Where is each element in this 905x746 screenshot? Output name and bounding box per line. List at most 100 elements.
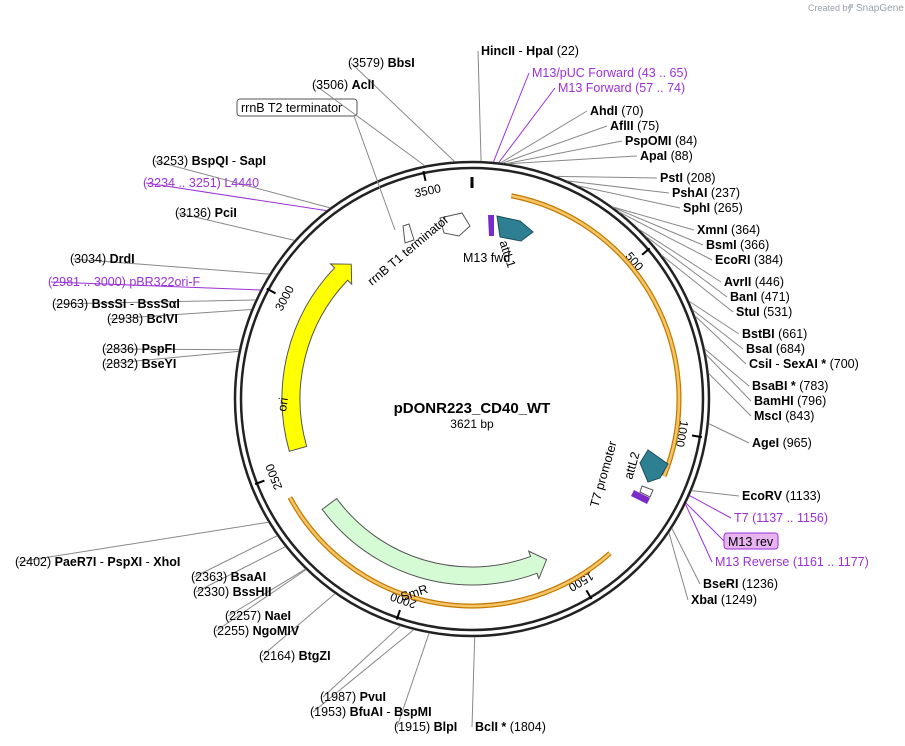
smr-feature-arrow[interactable] <box>321 497 548 586</box>
enzyme-site-label[interactable]: AhdI (70) <box>590 104 643 118</box>
site-leader <box>612 206 704 246</box>
enzyme-site-label[interactable]: BstBI (661) <box>742 327 807 341</box>
enzyme-site-label[interactable]: (3579) BbsI <box>348 56 415 70</box>
enzyme-site-label[interactable]: XmnI (364) <box>697 223 760 237</box>
site-position: (446) <box>751 275 784 289</box>
enzyme-site-label[interactable]: HincII - HpaI (22) <box>481 44 579 58</box>
enzyme-site-label[interactable]: StuI (531) <box>736 305 792 319</box>
site-leader <box>567 180 670 194</box>
site-name: BanI <box>730 290 757 304</box>
enzyme-site-label[interactable]: PshAI (237) <box>672 186 740 200</box>
enzyme-site-label[interactable]: (1987) PvuI <box>320 690 386 704</box>
primer-label[interactable]: (2981 .. 3000) pBR322ori-F <box>48 275 201 289</box>
site-position: (265) <box>710 201 743 215</box>
site-position: (57 .. 74) <box>632 81 686 95</box>
site-labels: HincII - HpaI (22) M13/pUC Forward (43 ..… <box>15 44 869 734</box>
site-leader <box>708 372 752 417</box>
enzyme-site-label[interactable]: PspOMI (84) <box>625 134 697 148</box>
site-leader <box>694 315 747 365</box>
enzyme-site-label[interactable]: BsaI (684) <box>746 342 805 356</box>
enzyme-site-label[interactable]: (2164) BtgZI <box>259 649 331 663</box>
orf2-arc-fill <box>288 496 611 608</box>
site-leader <box>704 348 750 387</box>
site-name: MscI <box>754 409 782 423</box>
enzyme-site-label[interactable]: ApaI (88) <box>640 149 693 163</box>
enzyme-site-label[interactable]: (1915) BlpI <box>394 720 457 734</box>
enzyme-site-label[interactable]: AflII (75) <box>610 119 659 133</box>
primer-label[interactable]: M13 Forward (57 .. 74) <box>558 81 685 95</box>
attl2-feature-arrow[interactable] <box>639 449 669 483</box>
enzyme-site-label[interactable]: EcoRI (384) <box>715 253 783 267</box>
enzyme-site-label[interactable]: EcoRV (1133) <box>742 489 821 503</box>
enzyme-site-label[interactable]: (3034) DrdI <box>70 252 135 266</box>
enzyme-site-label[interactable]: (1953) BfuAI - BspMI <box>310 705 432 719</box>
site-leader <box>54 299 256 305</box>
enzyme-site-label[interactable]: (2330) BssHII <box>193 585 272 599</box>
enzyme-site-label[interactable]: BseRI (1236) <box>703 577 778 591</box>
site-leader <box>498 87 556 163</box>
site-name: AflII <box>610 119 634 133</box>
site-name: BamHI <box>754 394 794 408</box>
enzyme-site-label[interactable]: BamHI (796) <box>754 394 826 408</box>
site-position: (3234 .. 3251) <box>143 176 224 190</box>
site-name: PspXI <box>107 555 142 569</box>
site-name: StuI <box>736 305 760 319</box>
m13rev-primer-mark[interactable] <box>631 490 650 504</box>
enzyme-site-label[interactable]: AvrII (446) <box>724 275 784 289</box>
site-name: PspFI <box>142 342 176 356</box>
site-leader <box>612 206 695 231</box>
enzyme-site-label[interactable]: BsaBI * (783) <box>752 379 828 393</box>
rrnb-t1-terminator-arrow[interactable] <box>439 212 471 237</box>
site-sep: - <box>228 154 239 168</box>
enzyme-site-label[interactable]: (2938) BclVI <box>107 312 178 326</box>
enzyme-site-label[interactable]: CsiI - SexAI * (700) <box>749 357 859 371</box>
site-name: PciI <box>215 206 237 220</box>
ori-label: ori <box>275 397 291 413</box>
enzyme-site-label[interactable]: SphI (265) <box>683 201 743 215</box>
rrnb-t2-connector <box>353 115 396 231</box>
site-leader <box>350 62 456 162</box>
enzyme-site-label[interactable]: BsmI (366) <box>706 238 769 252</box>
rrnb-t2-label: rrnB T2 terminator <box>241 101 342 115</box>
enzyme-site-label[interactable]: (2836) PspFI <box>102 342 176 356</box>
site-name: BssSαI <box>137 297 179 311</box>
primer-label[interactable]: M13/pUC Forward (43 .. 65) <box>532 66 688 80</box>
ori-feature-arrow[interactable] <box>281 263 353 452</box>
t7-promoter-mark[interactable] <box>639 485 654 498</box>
site-name: PstI <box>660 171 683 185</box>
enzyme-site-label[interactable]: (2255) NgoMIV <box>213 624 300 638</box>
site-name: BclVI <box>147 312 178 326</box>
primer-label[interactable]: M13 rev <box>728 535 774 549</box>
primer-label[interactable]: (3234 .. 3251) L4440 <box>143 176 259 190</box>
site-leader <box>618 211 713 261</box>
enzyme-site-label[interactable]: (3136) PciI <box>175 206 237 220</box>
site-name: M13 Forward <box>558 81 632 95</box>
enzyme-site-label[interactable]: BanI (471) <box>730 290 790 304</box>
enzyme-site-label[interactable]: (2363) BsaAI <box>191 570 266 584</box>
primer-label[interactable]: M13 Reverse (1161 .. 1177) <box>715 555 869 569</box>
enzyme-site-label[interactable]: (3506) AclI <box>312 78 375 92</box>
enzyme-site-label[interactable]: AgeI (965) <box>752 436 812 450</box>
enzyme-site-label[interactable]: PstI (208) <box>660 171 716 185</box>
scale-tick-label: 2500 <box>262 462 285 492</box>
primer-label[interactable]: T7 (1137 .. 1156) <box>734 511 828 525</box>
site-name: XbaI <box>691 593 717 607</box>
enzyme-site-label[interactable]: (2963) BssSI - BssSαI <box>52 297 180 311</box>
enzyme-site-label[interactable]: MscI (843) <box>754 409 814 423</box>
enzyme-site-label[interactable]: XbaI (1249) <box>691 593 757 607</box>
enzyme-site-label[interactable]: BclI * (1804) <box>475 720 546 734</box>
site-leader <box>154 160 331 209</box>
enzyme-site-label[interactable]: (2402) PaeR7I - PspXI - XhoI <box>15 555 180 569</box>
enzyme-site-label[interactable]: (2832) BseYI <box>102 357 176 371</box>
enzyme-site-label[interactable]: (3253) BspQI - SapI <box>152 154 266 168</box>
site-name: CsiI <box>749 357 772 371</box>
attl1-feature-arrow[interactable] <box>496 215 534 242</box>
rrnb-t2-terminator-mark[interactable] <box>402 223 415 244</box>
site-position: (70) <box>618 104 644 118</box>
m13fwd-primer-mark[interactable] <box>488 215 494 236</box>
site-name: EcoRI <box>715 253 750 267</box>
m13fwd-label: M13 fwd <box>463 251 510 265</box>
site-leader <box>477 50 482 162</box>
enzyme-site-label[interactable]: (2257) NaeI <box>225 609 291 623</box>
